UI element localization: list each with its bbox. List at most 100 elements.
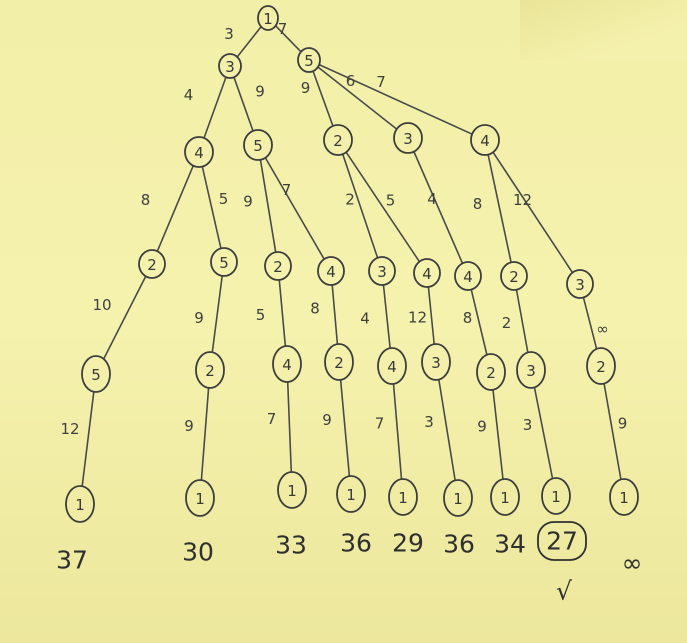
node-circle-level2-3 [393, 122, 423, 154]
node-circle-level5-5 [443, 479, 473, 517]
node-circle-level3-0 [138, 249, 166, 279]
edge-level4-8 [582, 296, 598, 350]
edge-weight-level5-0: 12 [60, 420, 79, 438]
node-circle-level5-7 [541, 477, 571, 515]
node-circle-root-0 [257, 5, 279, 31]
edge-level2-0 [203, 76, 227, 139]
paper-fold [520, 0, 687, 60]
node-label-level3-4: 3 [377, 263, 387, 281]
node-label-level1-1: 5 [304, 52, 314, 70]
node-label-level2-2: 2 [333, 132, 343, 150]
node-circle-level4-5 [421, 343, 451, 381]
edge-level1-1 [275, 25, 302, 53]
edge-level4-0 [103, 275, 147, 359]
edge-weight-level3-4: 2 [345, 191, 355, 209]
edge-level5-4 [392, 383, 403, 480]
node-circle-level3-3 [317, 256, 345, 286]
edge-level4-1 [211, 275, 224, 353]
edge-weight-level3-0: 8 [141, 191, 151, 209]
node-circle-level4-3 [324, 343, 354, 381]
node-label-level2-4: 4 [480, 132, 490, 150]
edge-weight-level5-3: 9 [322, 411, 332, 429]
edge-level4-2 [278, 279, 287, 347]
edge-weight-level5-6: 9 [477, 418, 487, 436]
edge-level4-3 [331, 284, 339, 345]
node-label-level5-0: 1 [75, 496, 85, 514]
node-label-level5-5: 1 [453, 490, 463, 508]
node-circle-level4-0 [81, 355, 111, 393]
edge-level3-3 [264, 157, 325, 260]
edge-weight-level2-4: 7 [376, 73, 386, 91]
node-label-level3-5: 4 [422, 265, 432, 283]
node-circle-level1-0 [218, 53, 242, 79]
node-label-level3-8: 3 [575, 276, 585, 294]
node-circle-level3-6 [454, 261, 482, 291]
node-label-level4-8: 2 [596, 358, 606, 376]
node-label-level4-4: 4 [387, 358, 397, 376]
edge-level5-0 [81, 391, 95, 487]
edge-weight-level4-6: 8 [463, 309, 473, 327]
node-circle-level5-3 [336, 475, 366, 513]
node-circle-level2-4 [470, 124, 500, 156]
node-label-level2-1: 5 [253, 137, 263, 155]
node-circle-level4-7 [516, 351, 546, 389]
edge-weight-level3-5: 5 [386, 192, 396, 210]
node-label-level5-2: 1 [287, 482, 297, 500]
node-circle-level3-5 [413, 258, 441, 288]
edge-level3-2 [259, 158, 277, 253]
edge-level5-3 [339, 379, 351, 477]
node-circle-level3-8 [566, 269, 594, 299]
edge-weight-level4-1: 9 [194, 309, 204, 327]
node-label-level3-6: 4 [463, 268, 473, 286]
path-total-0: 37 [56, 546, 88, 575]
node-label-level3-1: 5 [219, 254, 229, 272]
node-label-root-0: 1 [263, 10, 273, 28]
edge-level5-7 [533, 386, 554, 480]
edge-weight-level3-7: 8 [473, 195, 483, 213]
best-check-mark: √ [556, 577, 572, 606]
node-label-level4-1: 2 [205, 362, 215, 380]
edge-weight-level2-3: 6 [346, 72, 356, 90]
node-label-level3-7: 2 [509, 268, 519, 286]
edge-weight-level2-2: 9 [301, 79, 311, 97]
edge-weight-level5-7: 3 [523, 416, 533, 434]
node-circle-level4-6 [476, 353, 506, 391]
node-label-level4-7: 3 [526, 362, 536, 380]
edge-weight-level2-0: 4 [184, 86, 194, 104]
edge-weight-level5-4: 7 [375, 415, 385, 433]
edge-weight-level5-2: 7 [267, 410, 277, 428]
node-label-level3-3: 4 [326, 263, 336, 281]
edge-level4-5 [427, 286, 435, 345]
edge-level1-0 [236, 26, 262, 58]
edge-weight-level1-0: 3 [224, 25, 234, 43]
node-label-level5-4: 1 [398, 489, 408, 507]
best-total-box [537, 521, 587, 561]
edge-weight-level3-1: 5 [219, 190, 229, 208]
edge-weight-level3-6: 4 [427, 190, 437, 208]
path-total-4: 29 [392, 529, 424, 558]
path-total-5: 36 [443, 530, 475, 559]
tree-edges [81, 25, 622, 487]
edge-level3-4 [341, 153, 379, 259]
edge-weight-level4-4: 4 [360, 310, 370, 328]
node-label-level4-2: 4 [282, 356, 292, 374]
path-total-6: 34 [494, 530, 526, 559]
node-label-level5-7: 1 [551, 488, 561, 506]
edge-level5-6 [492, 389, 504, 480]
node-label-level2-3: 3 [403, 130, 413, 148]
edge-weight-level5-1: 9 [184, 417, 194, 435]
edge-weight-level3-3: 7 [282, 181, 292, 199]
edge-level3-5 [345, 151, 421, 263]
node-circle-level4-2 [272, 345, 302, 383]
edge-weight-level4-2: 5 [256, 306, 266, 324]
node-circle-level3-4 [368, 256, 396, 286]
edge-level3-8 [492, 151, 574, 274]
node-circle-level4-1 [195, 351, 225, 389]
edge-weight-level1-1: 7 [278, 20, 288, 38]
node-label-level4-0: 5 [91, 366, 101, 384]
edge-level2-4 [319, 64, 473, 135]
edge-level3-6 [413, 150, 464, 264]
